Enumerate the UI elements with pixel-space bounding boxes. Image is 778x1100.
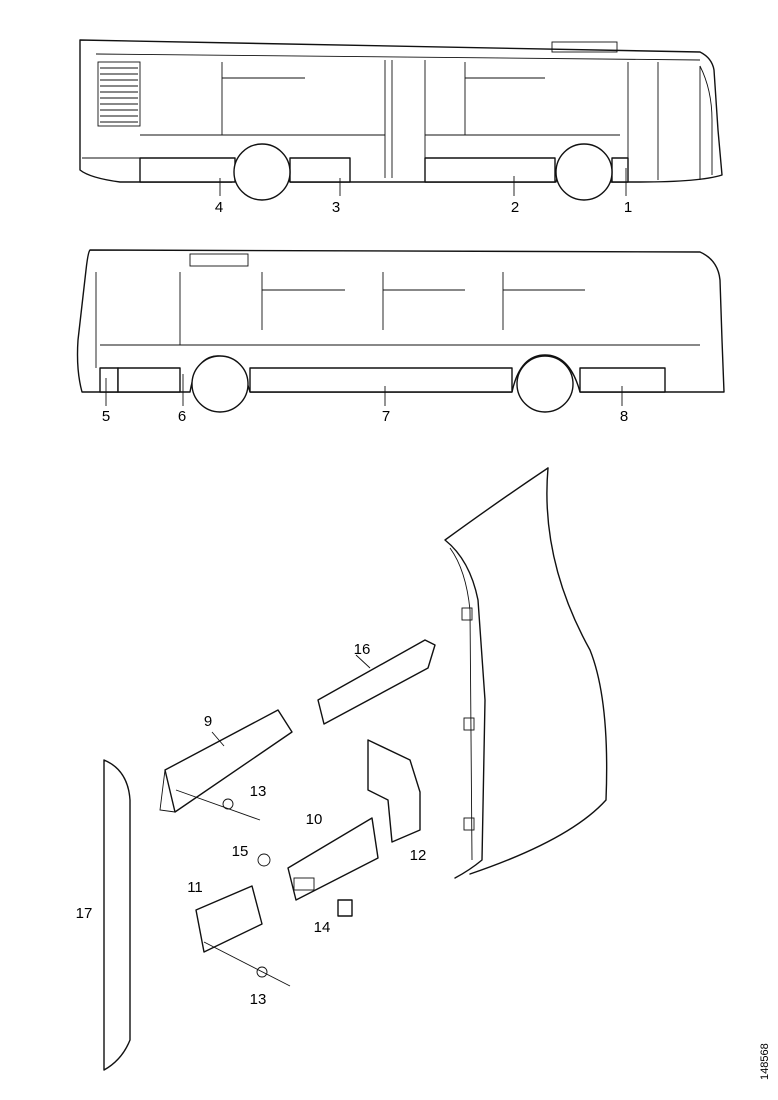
- callout-13-upper: 13: [250, 783, 267, 800]
- figure-id: 148568: [759, 1043, 771, 1080]
- callout-6: 6: [178, 408, 186, 425]
- callout-2: 2: [511, 199, 519, 216]
- callout-1: 1: [624, 199, 632, 216]
- callout-11: 11: [187, 879, 203, 896]
- callout-17: 17: [76, 905, 93, 922]
- bus-right-side-view: 1 2 3 4: [79, 39, 723, 216]
- callout-16: 16: [354, 641, 371, 658]
- bus-left-side-view: 5 6 7 8: [76, 249, 725, 425]
- callout-3: 3: [332, 199, 340, 216]
- callout-14: 14: [314, 919, 331, 936]
- callout-12: 12: [410, 847, 427, 864]
- callout-13-lower: 13: [250, 991, 267, 1008]
- callout-5: 5: [102, 408, 110, 425]
- callout-7: 7: [382, 408, 390, 425]
- callout-4: 4: [215, 199, 223, 216]
- callout-15: 15: [232, 843, 249, 860]
- callout-10: 10: [306, 811, 323, 828]
- exploded-view: 16 9 13 10 15 12 11 14 17 13: [76, 467, 608, 1071]
- callout-8: 8: [620, 408, 628, 425]
- callout-9: 9: [204, 713, 212, 730]
